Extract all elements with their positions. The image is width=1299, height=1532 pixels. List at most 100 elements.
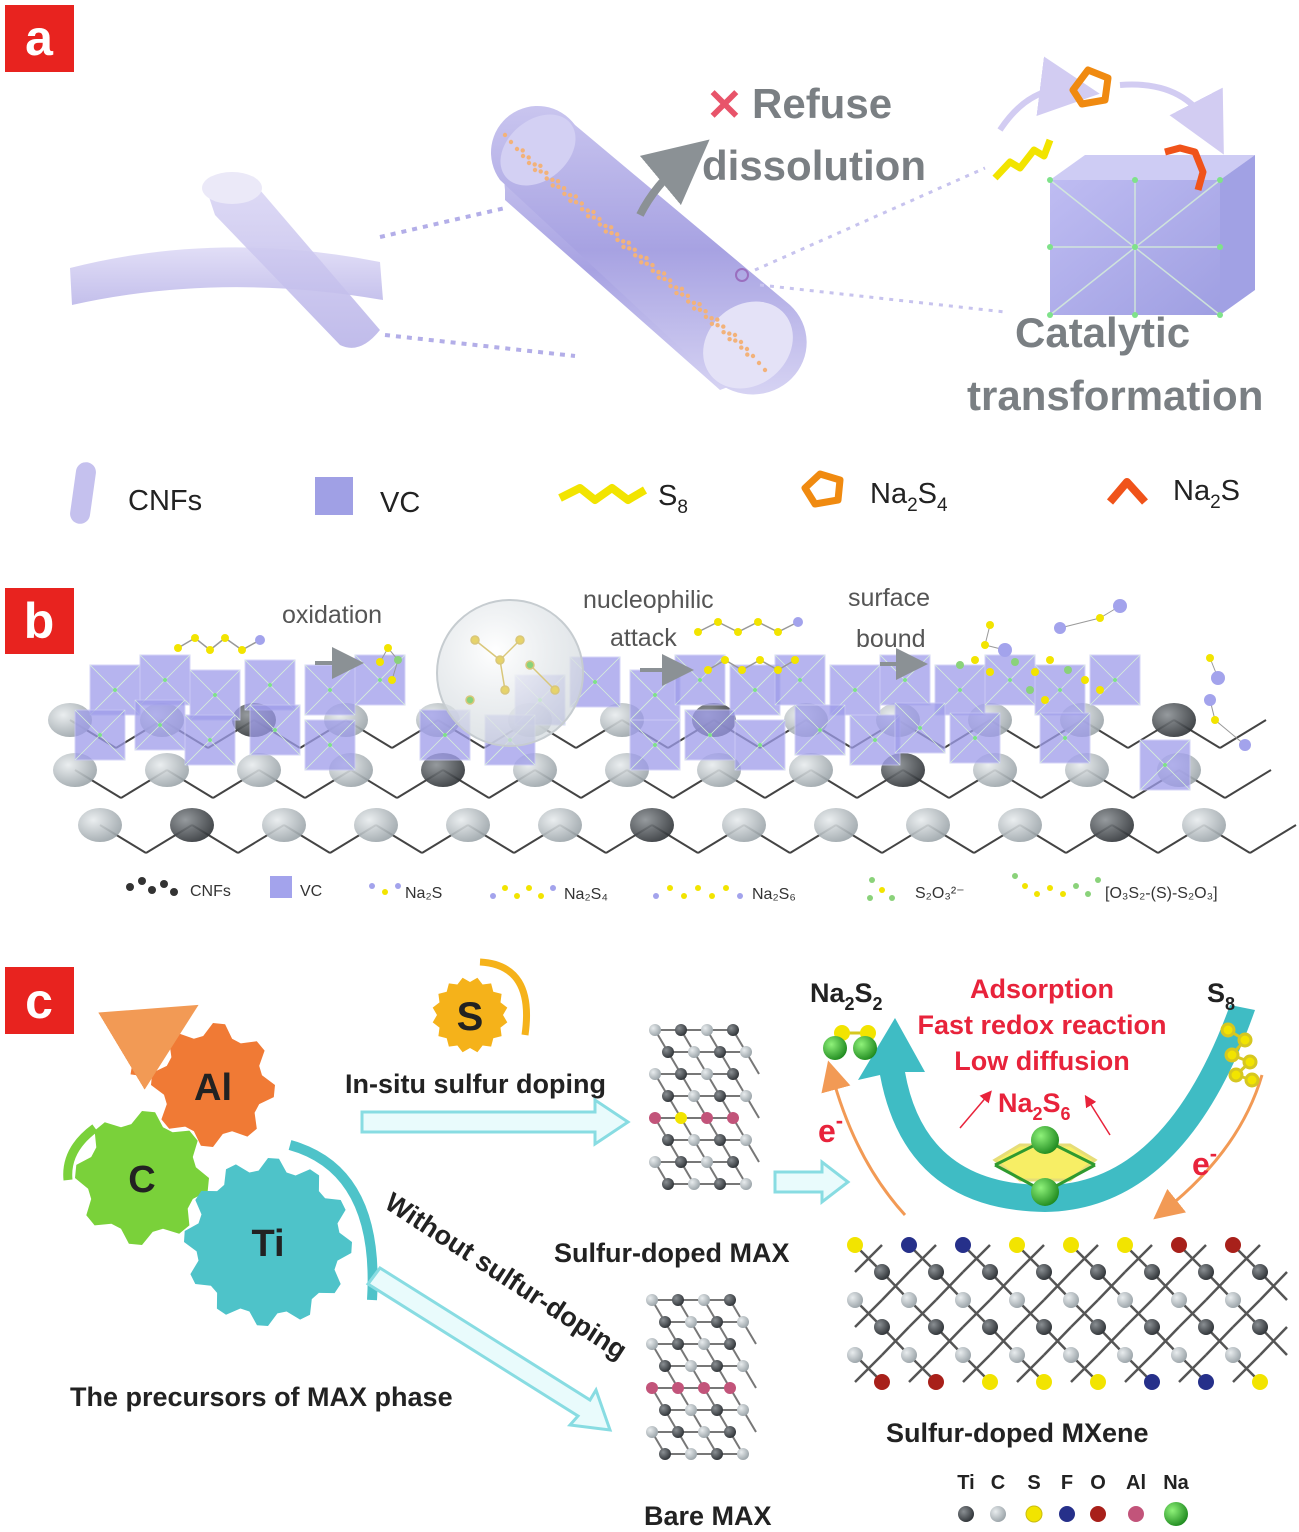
- zoom-spot: [735, 268, 749, 282]
- legend-s-ball: [1025, 1505, 1043, 1523]
- low-diffusion-text: Low diffusion: [954, 1046, 1129, 1076]
- legend-vc-text: VC: [380, 487, 420, 519]
- legend-na2s-text: Na2S: [1173, 475, 1240, 513]
- cnf-tube-zoom: [490, 105, 807, 395]
- sulfur-doped-mxene-text: Sulfur-doped MXene: [886, 1418, 1149, 1448]
- surface-text: surface: [848, 584, 930, 612]
- precursors-text: The precursors of MAX phase: [70, 1382, 453, 1412]
- fast-redox-text: Fast redox reaction: [917, 1010, 1166, 1040]
- oxidation-text: oxidation: [282, 601, 382, 629]
- electron-arrow-right: [1153, 1074, 1264, 1220]
- max-to-mxene-arrow: [773, 1158, 851, 1206]
- legend-b-s2o3-icon: [867, 877, 895, 901]
- rotate-arrow-ti: [288, 1140, 378, 1301]
- rotate-arrow-al: [98, 1004, 199, 1090]
- surface-molecules: [174, 599, 1251, 751]
- legend-al-text: Al: [1126, 1472, 1146, 1494]
- legend-b-na2s4-text: Na₂S₄: [564, 886, 608, 903]
- electron-right-text: e-: [1192, 1141, 1217, 1182]
- legend-b-polythionate-text: [O₃S₂-(S)-S₂O₃]: [1105, 885, 1218, 902]
- panel-b-label: b: [24, 593, 55, 649]
- sun-s-text: S: [457, 995, 484, 1039]
- legend-na2s-icon: [1106, 478, 1148, 505]
- panel-b-label-box: [5, 588, 74, 654]
- polysulfide-bubble: [436, 599, 584, 747]
- legend-cnf-icon: [70, 462, 96, 524]
- cnf-fibers-illustration: [70, 172, 383, 348]
- legend-na-text: Na: [1163, 1472, 1189, 1494]
- legend-cnfs-text: CNFs: [128, 485, 202, 517]
- legend-al-ball: [1128, 1506, 1144, 1522]
- adsorption-text: Adsorption: [970, 974, 1114, 1004]
- na2s4-molecule-icon: [1069, 66, 1112, 108]
- legend-f-ball: [1059, 1506, 1075, 1522]
- legend-c-text: C: [991, 1472, 1005, 1494]
- na2s2-text: Na2S2: [810, 978, 883, 1014]
- legend-b-vc-text: VC: [300, 883, 322, 900]
- dissolution-text: dissolution: [702, 142, 926, 189]
- gear-c-text: C: [128, 1159, 155, 1201]
- na2s-molecule-icon: [1164, 144, 1207, 191]
- legend-b-na2s6-text: Na₂S₆: [752, 886, 796, 903]
- legend-c-ball: [990, 1506, 1006, 1522]
- na2s6-arrow-right: [1084, 1094, 1111, 1136]
- sulfur-doped-max-text: Sulfur-doped MAX: [554, 1238, 789, 1268]
- legend-s-text: S: [1027, 1472, 1040, 1494]
- panel-c: c Al C Ti S In-situ sulfur doping Withou…: [5, 958, 1288, 1531]
- na2s6-text: Na2S6: [998, 1088, 1071, 1124]
- zoom-line-bottom: [384, 333, 576, 358]
- redox-cycle-arrow: [858, 1005, 1255, 1212]
- legend-vc-icon: [315, 477, 353, 515]
- zoom-line-vc-top: [754, 166, 986, 272]
- legend-b-cnfs-icon: [126, 877, 178, 896]
- gear-ti: [184, 1158, 352, 1326]
- refuse-x-icon: ✕: [706, 81, 743, 130]
- na2s2-molecule-icon: [823, 1025, 877, 1060]
- gear-c: [75, 1111, 209, 1245]
- gear-ti-text: Ti: [251, 1223, 284, 1265]
- panel-b-legend: CNFs VC Na₂S Na₂S₄ Na₂S₆ S₂O₃²⁻ [O₃S₂-(S…: [126, 873, 1218, 903]
- refuse-arrow: [636, 139, 710, 217]
- refuse-text: Refuse: [752, 80, 892, 127]
- bare-max-structure: [646, 1294, 757, 1460]
- element-legend: Ti C S F O Al Na: [957, 1472, 1190, 1526]
- legend-f-text: F: [1061, 1472, 1073, 1494]
- panel-b: b: [5, 584, 1297, 903]
- legend-b-na2s4-icon: [490, 885, 556, 899]
- panel-c-label-box: [5, 967, 74, 1034]
- legend-s8-text: S8: [658, 480, 688, 518]
- zoom-line-vc-bottom: [759, 283, 1006, 314]
- s8-molecule-icon: [992, 138, 1054, 181]
- transformation-text: transformation: [967, 372, 1263, 419]
- panel-a: a ✕ Refuse dissolution: [5, 5, 1263, 524]
- electron-left-text: e-: [818, 1108, 843, 1149]
- nucleophilic-text: nucleophilic: [583, 586, 714, 614]
- legend-s8-icon: [558, 484, 648, 504]
- in-situ-arrow: [360, 1097, 631, 1147]
- legend-ti-text: Ti: [957, 1472, 974, 1494]
- transformation-arrow-left: [997, 56, 1100, 132]
- na2s6-arrow-left: [959, 1090, 992, 1129]
- panel-a-label: a: [25, 10, 54, 66]
- without-doping-arrow: [365, 1265, 613, 1432]
- sulfur-sun-icon: [432, 977, 508, 1053]
- without-doping-text: Without sulfur-doping: [380, 1187, 633, 1366]
- legend-b-cnfs-text: CNFs: [190, 883, 231, 900]
- legend-na2s4-icon: [801, 470, 844, 508]
- gear-al-text: Al: [194, 1067, 232, 1109]
- legend-o-text: O: [1090, 1472, 1106, 1494]
- attack-text: attack: [610, 624, 677, 652]
- legend-b-na2s-icon: [369, 883, 401, 895]
- vc-cube-large: [1047, 155, 1255, 318]
- panel-c-label: c: [25, 973, 53, 1029]
- legend-ti-ball: [958, 1506, 974, 1522]
- legend-na2s4-text: Na2S4: [870, 478, 948, 516]
- bubble-molecules: [465, 635, 560, 705]
- legend-na-ball: [1164, 1502, 1188, 1526]
- panel-a-label-box: [5, 5, 74, 72]
- panel-a-legend: CNFs VC S8 Na2S4 Na2S: [70, 462, 1240, 524]
- legend-b-vc-icon: [270, 876, 292, 898]
- legend-o-ball: [1090, 1506, 1106, 1522]
- legend-b-polythionate-icon: [1012, 873, 1101, 897]
